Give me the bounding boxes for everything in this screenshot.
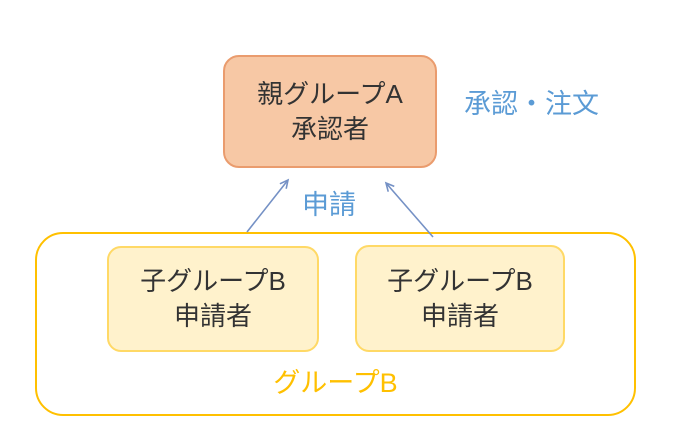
child-group-left-name: 子グループB bbox=[140, 266, 286, 296]
approve-order-label: 承認・注文 bbox=[464, 89, 599, 119]
child-group-right-name: 子グループB bbox=[387, 265, 533, 296]
arrow-left-request bbox=[246, 178, 290, 233]
arrow-right-request bbox=[384, 181, 434, 238]
child-group-right-role: 申請者 bbox=[420, 300, 499, 331]
child-group-box-left: 子グループB 申請者 bbox=[107, 246, 319, 352]
parent-group-role: 承認者 bbox=[290, 113, 369, 144]
child-group-left-role: 申請者 bbox=[173, 301, 252, 331]
parent-group-name: 親グループA bbox=[257, 78, 403, 109]
group-b-container bbox=[35, 232, 636, 416]
request-label: 申請 bbox=[302, 190, 356, 220]
parent-group-box: 親グループA 承認者 bbox=[223, 55, 437, 168]
group-b-label: グループB bbox=[273, 368, 398, 398]
child-group-box-right: 子グループB 申請者 bbox=[355, 245, 565, 352]
